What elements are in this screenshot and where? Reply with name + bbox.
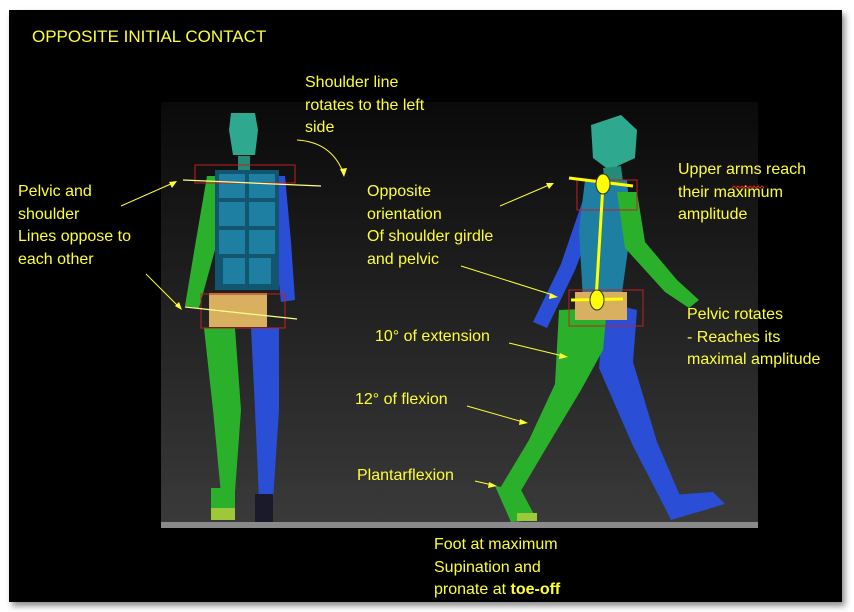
front-left-foot-toe	[211, 508, 235, 520]
front-pelvis	[209, 293, 267, 327]
side-spine-axis	[594, 183, 605, 301]
front-left-leg	[204, 328, 241, 494]
side-pelvis-box	[568, 289, 644, 327]
side-head	[591, 115, 637, 170]
label-flexion: 12° of flexion	[355, 391, 448, 408]
front-torso-blocks	[219, 174, 275, 284]
front-right-foot	[255, 494, 273, 522]
label-opposite-orientation: Opposite orientation Of shoulder girdle …	[367, 183, 494, 268]
label-foot-line3-prefix: pronate at	[434, 581, 511, 598]
label-plantarflexion: Plantarflexion	[357, 467, 454, 484]
front-pelvis-box	[200, 293, 286, 329]
slide-title: OPPOSITE INITIAL CONTACT	[32, 27, 267, 46]
label-pelvic-shoulder: Pelvic and shoulder Lines oppose to each…	[18, 183, 131, 268]
side-front-foot-toe	[517, 513, 537, 521]
label-foot-line1: Foot at maximum	[434, 536, 558, 553]
floor	[161, 522, 758, 528]
front-shoulder-line	[182, 179, 322, 187]
label-extension: 10° of extension	[375, 328, 490, 345]
label-pelvic-rotates: Pelvic rotates - Reaches its maximal amp…	[687, 306, 821, 368]
gait-illustration	[120, 102, 765, 528]
front-pelvic-line	[184, 306, 298, 320]
slide: OPPOSITE INITIAL CONTACT Shoulder line r…	[9, 10, 842, 602]
spellcheck-underline	[731, 185, 765, 189]
side-back-foot	[659, 492, 725, 520]
side-front-arm	[617, 192, 699, 308]
label-foot: Foot at maximum Supination and pronate a…	[434, 534, 560, 602]
side-shoulder-joint	[595, 173, 611, 195]
side-front-leg	[499, 308, 607, 494]
side-hip-joint	[589, 289, 605, 311]
side-back-leg	[599, 302, 681, 504]
front-neck	[238, 156, 250, 170]
front-right-leg	[251, 328, 279, 500]
label-foot-line3-bold: toe-off	[510, 581, 561, 598]
label-foot-line3: pronate at toe-off	[434, 579, 560, 602]
label-upper-arms: Upper arms reach their maximum amplitude	[678, 161, 807, 223]
label-foot-line2: Supination and	[434, 558, 541, 576]
annotation-arrows	[120, 139, 568, 488]
front-head	[229, 113, 258, 155]
side-figure	[495, 115, 725, 522]
front-figure	[182, 113, 322, 522]
label-shoulder-line: Shoulder line rotates to the left side	[305, 74, 425, 136]
